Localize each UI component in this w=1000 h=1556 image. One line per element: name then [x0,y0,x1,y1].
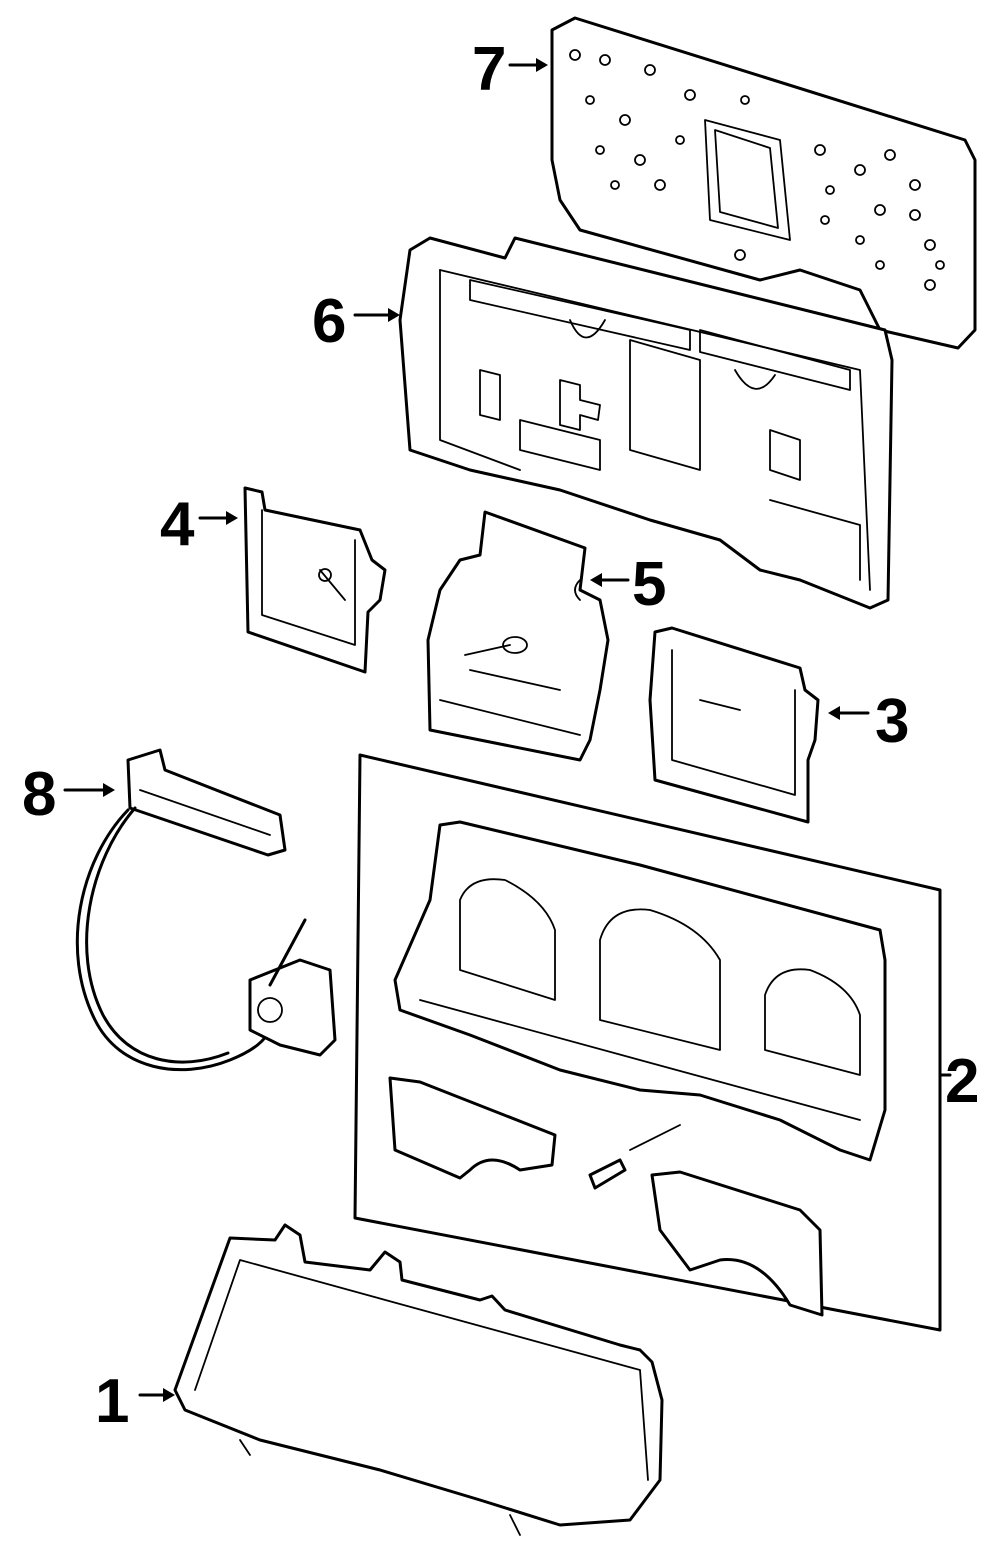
part-2-applique [393,820,887,1162]
part-8-speedometer-cable [75,748,337,1072]
part-6-cluster-housing [398,236,894,610]
part-2-assembly-box [353,753,952,1332]
callout-8: 8 [22,760,56,829]
part-2-lens-right [650,1170,824,1317]
part-1-lens-bezel [173,1223,664,1536]
callout-1: 1 [95,1367,129,1436]
part-4-gauge [243,486,387,674]
callout-2: 2 [945,1047,979,1116]
callout-4: 4 [160,490,195,559]
callout-5: 5 [632,550,666,619]
part-5-speedometer [426,510,610,762]
callout-3: 3 [875,687,909,756]
part-2-lens-left [388,1076,557,1180]
part-7-circuit-board [550,16,977,350]
leader-lines [63,58,870,1402]
callout-6: 6 [312,287,346,356]
part-2-pointer-pin [588,1124,681,1190]
part-3-gauge [648,626,820,824]
callout-7: 7 [472,35,506,104]
